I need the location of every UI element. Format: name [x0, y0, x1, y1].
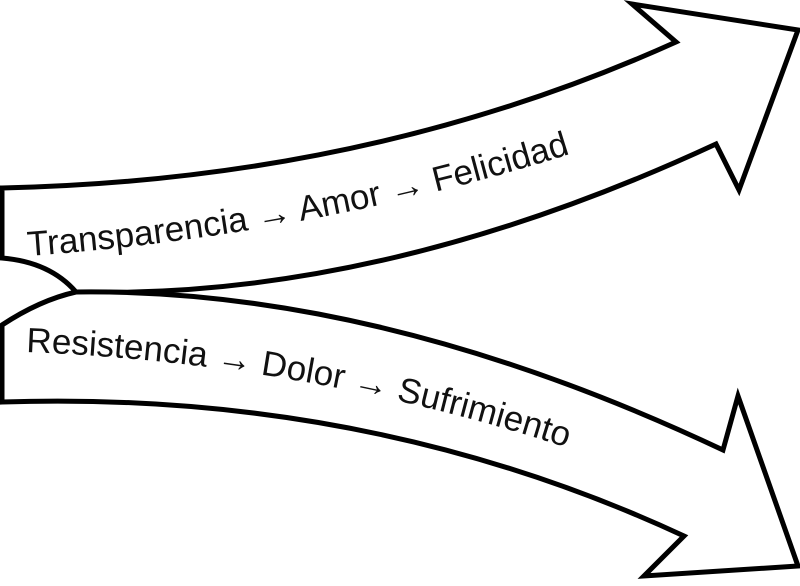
lower-arrow-shape: [0, 289, 800, 579]
lower-arrow: Resistencia → Dolor → Sufrimiento: [0, 289, 800, 579]
upper-arrow: Transparencia → Amor → Felicidad: [0, 0, 800, 295]
